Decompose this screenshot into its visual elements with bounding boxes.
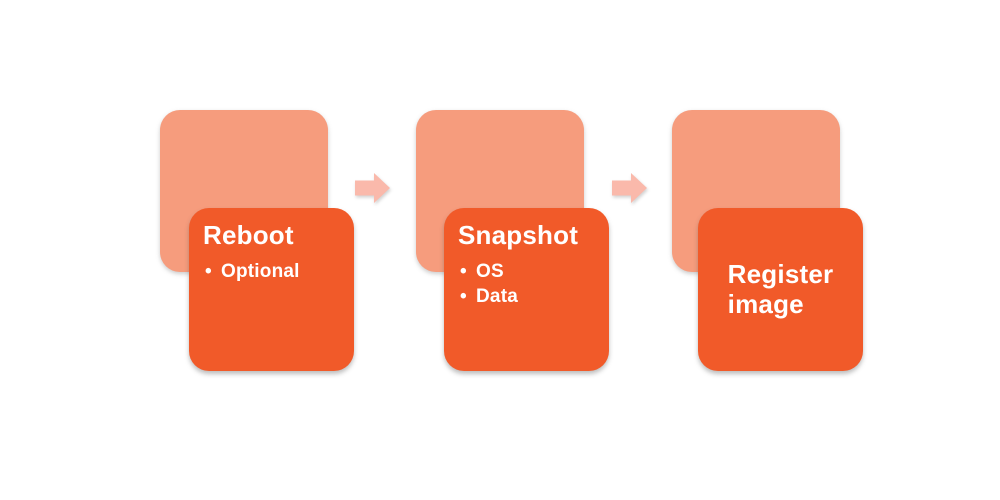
step-reboot-card: Reboot Optional — [189, 208, 354, 371]
right-block-arrow-icon — [355, 172, 391, 204]
step-snapshot-title: Snapshot — [458, 220, 579, 250]
bullet-item: OS — [458, 259, 595, 284]
step-register-image-card: Register image — [698, 208, 863, 371]
step-snapshot-card: Snapshot OS Data — [444, 208, 609, 371]
step-reboot-bullet-list: Optional — [203, 259, 340, 284]
step-snapshot-bullet-list: OS Data — [458, 259, 595, 309]
step-reboot-title: Reboot — [203, 220, 294, 250]
right-block-arrow-icon — [612, 172, 648, 204]
bullet-item: Optional — [203, 259, 340, 284]
step-register-image-title: Register image — [727, 258, 834, 319]
bullet-item: Data — [458, 284, 595, 309]
